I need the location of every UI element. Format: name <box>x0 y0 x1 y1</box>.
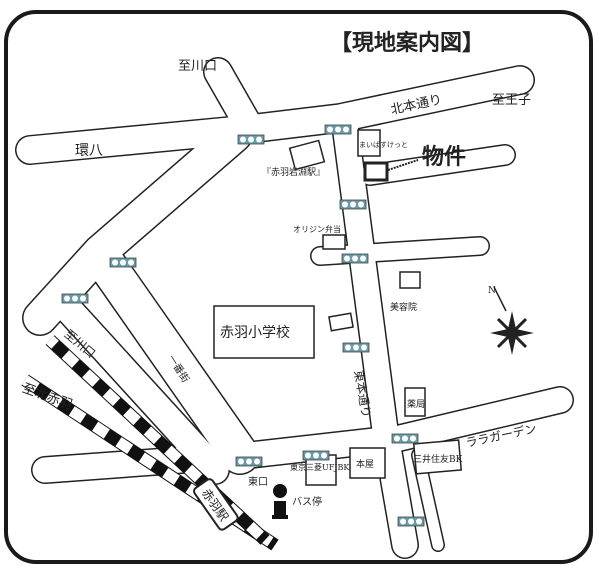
station-building <box>288 139 326 171</box>
label-property: 物件 <box>422 144 466 170</box>
traffic-signal-icon <box>391 433 419 444</box>
buildings <box>213 129 463 486</box>
label-smbc: 三井住友BK <box>413 453 463 465</box>
label-to-kawaguchi: 至川口 <box>178 59 217 74</box>
label-pharmacy: 薬局 <box>407 398 425 410</box>
label-beauty-salon: 美容院 <box>390 301 417 313</box>
traffic-signal-icon <box>237 134 265 145</box>
traffic-signal-icon <box>235 456 263 467</box>
traffic-signal-icon <box>109 257 137 268</box>
pharmacy-building <box>404 387 426 417</box>
traffic-signal-icon <box>341 253 369 264</box>
maibasuket-building <box>357 129 381 157</box>
bookstore-building <box>349 447 386 479</box>
label-east-exit: 東口 <box>248 475 268 488</box>
elementary-school-building <box>213 305 315 359</box>
traffic-signals <box>61 124 425 527</box>
traffic-signal-icon <box>324 124 352 135</box>
label-btmu: 東京三菱UFJBK <box>290 462 350 472</box>
traffic-signal-icon <box>342 342 370 353</box>
beauty-salon-building <box>399 271 421 289</box>
traffic-signal-icon <box>397 516 425 527</box>
traffic-signal-icon <box>302 450 330 461</box>
origin-building <box>322 234 346 250</box>
map-title: 【現地案内図】 <box>330 30 484 56</box>
label-akabane-elementary: 赤羽小学校 <box>220 324 290 341</box>
label-maibasuket: まいばすけっと <box>359 140 408 149</box>
smbc-building <box>412 439 463 475</box>
label-bus-stop: バス停 <box>292 495 322 508</box>
compass-north-icon: N <box>488 286 534 355</box>
svg-text:N: N <box>488 286 496 296</box>
bus-stop-icon <box>272 484 288 519</box>
label-bookstore: 本屋 <box>356 458 374 470</box>
label-akabane-iwabuchi-station: 『赤羽岩淵駅』 <box>262 166 325 178</box>
property-building <box>363 161 389 182</box>
traffic-signal-icon <box>339 199 367 210</box>
label-to-oji: 至王子 <box>492 93 531 108</box>
label-origin-bento: オリジン弁当 <box>293 224 341 234</box>
label-kanpachi: 環八 <box>75 143 103 159</box>
building <box>328 312 354 332</box>
traffic-signal-icon <box>61 293 89 304</box>
